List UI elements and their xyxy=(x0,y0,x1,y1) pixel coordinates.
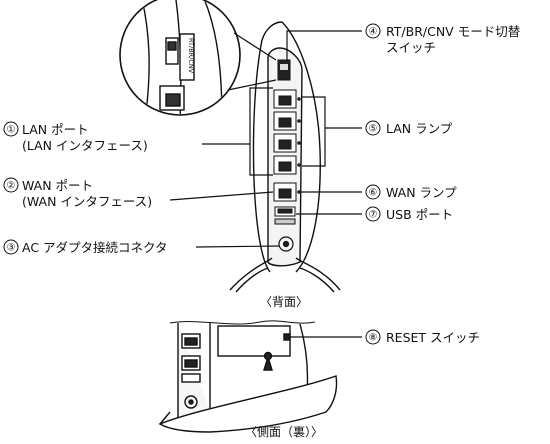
wan-lamp xyxy=(297,190,301,194)
svg-text:⑦: ⑦ xyxy=(369,210,378,221)
svg-text:RESET スイッチ: RESET スイッチ xyxy=(386,330,480,345)
router-side-view xyxy=(158,320,338,433)
mode-switch-body xyxy=(277,59,291,81)
callout-wan-port: ② WAN ポート (WAN インタフェース) xyxy=(3,177,152,209)
caption-back: 〈背面〉 xyxy=(260,295,308,309)
svg-text:⑥: ⑥ xyxy=(369,188,378,199)
lan-port xyxy=(273,155,297,175)
svg-text:USB ポート: USB ポート xyxy=(386,207,453,222)
callout-lan-port: ① LAN ポート (LAN インタフェース) xyxy=(3,121,148,153)
svg-text:(LAN インタフェース): (LAN インタフェース) xyxy=(22,138,148,153)
lan-lamps xyxy=(297,97,301,167)
wan-port xyxy=(273,182,297,202)
svg-text:スイッチ: スイッチ xyxy=(386,40,436,55)
svg-text:④: ④ xyxy=(369,27,378,38)
svg-text:(WAN インタフェース): (WAN インタフェース) xyxy=(22,194,152,209)
lan-port xyxy=(273,133,297,153)
leader-lines xyxy=(169,30,362,338)
zoom-detail: RT/BR/CNV xyxy=(119,0,277,116)
callout-ac-connector: ③ AC アダプタ接続コネクタ xyxy=(3,239,168,255)
svg-text:LAN ランプ: LAN ランプ xyxy=(386,121,453,136)
svg-text:⑤: ⑤ xyxy=(369,124,378,135)
svg-text:WAN ポート: WAN ポート xyxy=(22,178,93,193)
lan-ports xyxy=(273,89,297,175)
ac-connector xyxy=(278,236,294,252)
usb-port xyxy=(274,206,296,225)
lan-port xyxy=(273,89,297,109)
svg-text:①: ① xyxy=(7,125,16,136)
caption-side: 〈側面（裏）〉 xyxy=(245,424,323,439)
svg-text:WAN ランプ: WAN ランプ xyxy=(386,185,457,200)
callout-lan-lamp: ⑤ LAN ランプ xyxy=(365,120,453,136)
svg-text:RT/BR/CNV モード切替: RT/BR/CNV モード切替 xyxy=(386,24,521,39)
svg-text:③: ③ xyxy=(7,243,16,254)
switch-marking-text: RT/BR/CNV xyxy=(187,38,195,74)
svg-text:⑧: ⑧ xyxy=(369,333,378,344)
svg-text:LAN ポート: LAN ポート xyxy=(22,122,89,137)
lan-port xyxy=(273,111,297,131)
callout-mode-switch: ④ RT/BR/CNV モード切替 スイッチ xyxy=(365,23,521,55)
callout-reset-switch: ⑧ RESET スイッチ xyxy=(365,329,480,345)
callout-wan-lamp: ⑥ WAN ランプ xyxy=(365,184,457,200)
svg-text:②: ② xyxy=(7,181,16,192)
svg-text:AC アダプタ接続コネクタ: AC アダプタ接続コネクタ xyxy=(22,240,168,255)
callout-usb-port: ⑦ USB ポート xyxy=(365,206,453,222)
